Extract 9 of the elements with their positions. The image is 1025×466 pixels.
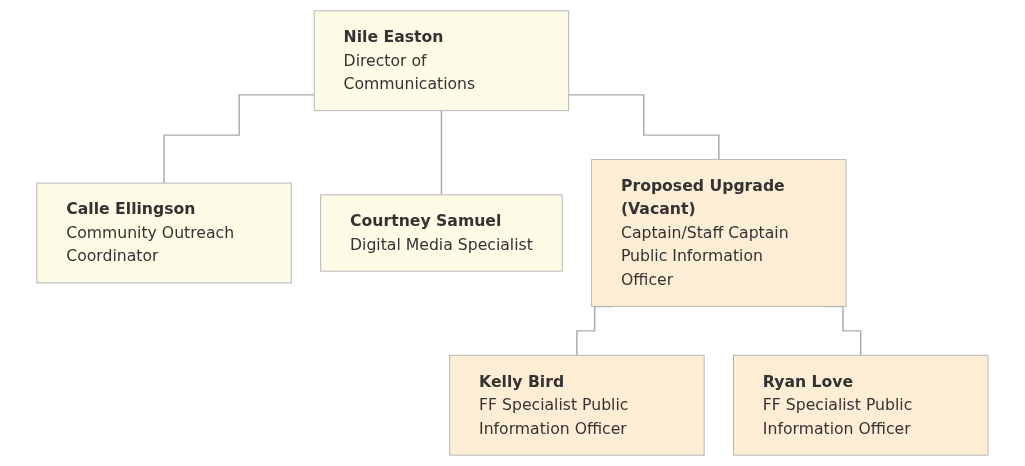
- connector: [163, 94, 316, 184]
- connector: [440, 109, 443, 196]
- node-box: Nile Easton Director of Communications: [313, 10, 570, 112]
- connector: [568, 94, 720, 161]
- node-box: Courtney Samuel Digital Media Specialist: [320, 194, 563, 272]
- node-box: Calle Ellingson Community Outreach Coordinator: [36, 182, 292, 284]
- node-box: Proposed Upgrade (Vacant) Captain/Staff Captain Public Information Officer: [591, 159, 847, 307]
- node-box: Ryan Love FF Specialist Public Information Officer: [733, 354, 989, 456]
- node-box: Kelly Bird FF Specialist Public Information Officer: [449, 354, 705, 456]
